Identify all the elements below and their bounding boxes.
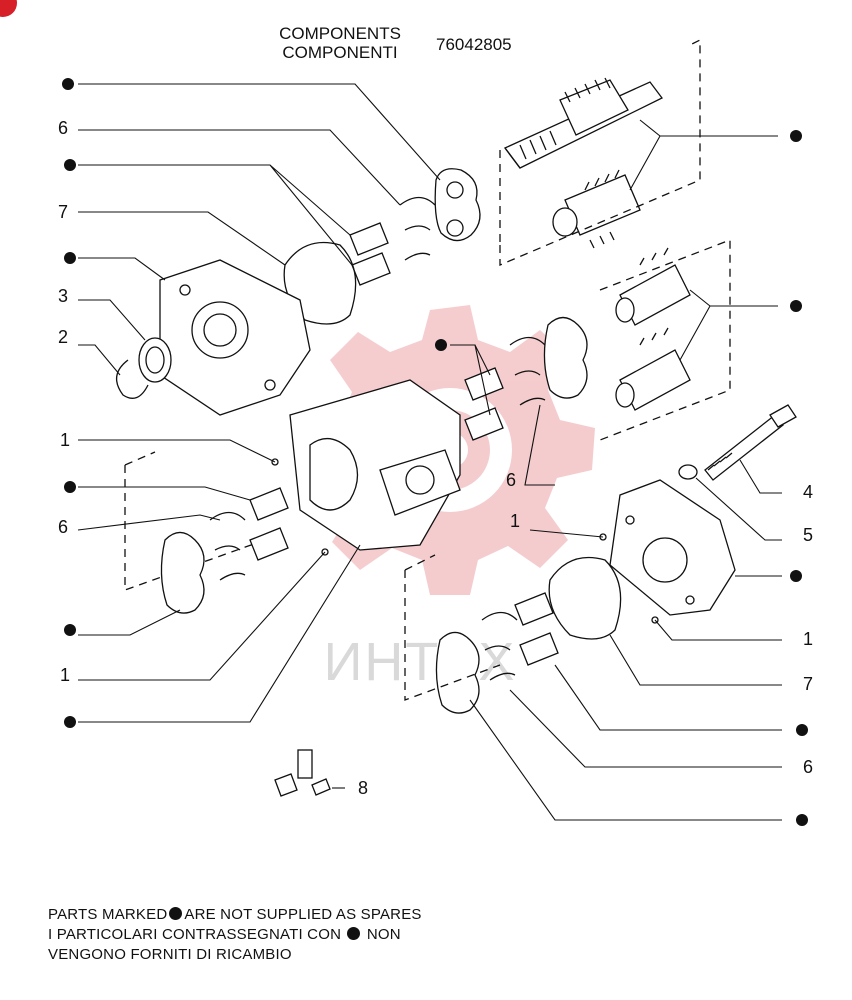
title-it: COMPONENTI (282, 43, 398, 62)
bullet-marker (64, 716, 76, 728)
bullet-marker (790, 570, 802, 582)
left-bushings (249, 487, 289, 561)
bullet-marker (790, 300, 802, 312)
part-number: 76042805 (436, 35, 512, 54)
seal-top (399, 196, 436, 261)
middle-bushings (464, 367, 504, 441)
note-line-3: VENGONO FORNITI DI RICAMBIO (48, 946, 292, 963)
front-cover (159, 259, 311, 416)
bullet-marker (64, 481, 76, 493)
rear-dashed-frame (404, 554, 501, 701)
callout-7: 7 (803, 674, 813, 694)
bullet-marker (796, 724, 808, 736)
left-dashed-frame (124, 451, 266, 591)
bullet-marker (62, 78, 74, 90)
seal-kit (274, 749, 331, 797)
callout-markers (62, 78, 808, 826)
callout-7: 7 (58, 202, 68, 222)
circlip (116, 359, 149, 399)
middle-dashed-frame (599, 239, 731, 441)
bolt (704, 404, 797, 481)
bullet-marker (64, 624, 76, 636)
bullet-marker (347, 927, 361, 940)
callout-4: 4 (803, 482, 813, 502)
middle-bushing-plate (543, 316, 588, 399)
corner-badge (0, 0, 17, 17)
left-bushing-plate (160, 531, 205, 614)
middle-gears (615, 247, 691, 411)
rear-bushing-plate (435, 631, 480, 714)
callout-1: 1 (60, 665, 70, 685)
washer (678, 464, 698, 480)
pump-body (271, 379, 461, 556)
bullet-marker (169, 907, 183, 920)
title-en: COMPONENTS (279, 24, 401, 43)
left-seal (209, 511, 246, 581)
callout-5: 5 (803, 525, 813, 545)
callout-8: 8 (358, 778, 368, 798)
middle-seal (509, 336, 546, 406)
drive-shaft (503, 77, 663, 169)
rear-gasket (548, 556, 622, 640)
callout-6: 6 (803, 757, 813, 777)
top-dashed-frame (499, 38, 701, 266)
callout-6: 6 (506, 470, 516, 490)
bullet-marker (796, 814, 808, 826)
rear-cover (599, 479, 736, 624)
note-line-2: I PARTICOLARI CONTRASSEGNATI CON NON (48, 926, 401, 943)
top-bushing-plate (434, 168, 481, 242)
callout-1: 1 (803, 629, 813, 649)
bushings-top (349, 222, 391, 286)
callout-1: 1 (510, 511, 520, 531)
driven-gear (552, 169, 641, 249)
leader-lines (77, 83, 782, 821)
callout-6: 6 (58, 118, 68, 138)
callout-3: 3 (58, 286, 68, 306)
bullet-marker (64, 252, 76, 264)
watermark-text: ИНТЕХ (324, 632, 517, 692)
callout-6: 6 (58, 517, 68, 537)
shaft-seal (138, 337, 172, 383)
rear-bushings (514, 592, 559, 666)
rear-seal (481, 611, 518, 681)
callout-numbers: 6 7 3 2 1 6 1 6 1 4 5 1 7 6 8 (58, 118, 813, 798)
callout-2: 2 (58, 327, 68, 347)
bullet-marker (435, 339, 447, 351)
bullet-marker (64, 159, 76, 171)
bullet-marker (790, 130, 802, 142)
callout-1: 1 (60, 430, 70, 450)
